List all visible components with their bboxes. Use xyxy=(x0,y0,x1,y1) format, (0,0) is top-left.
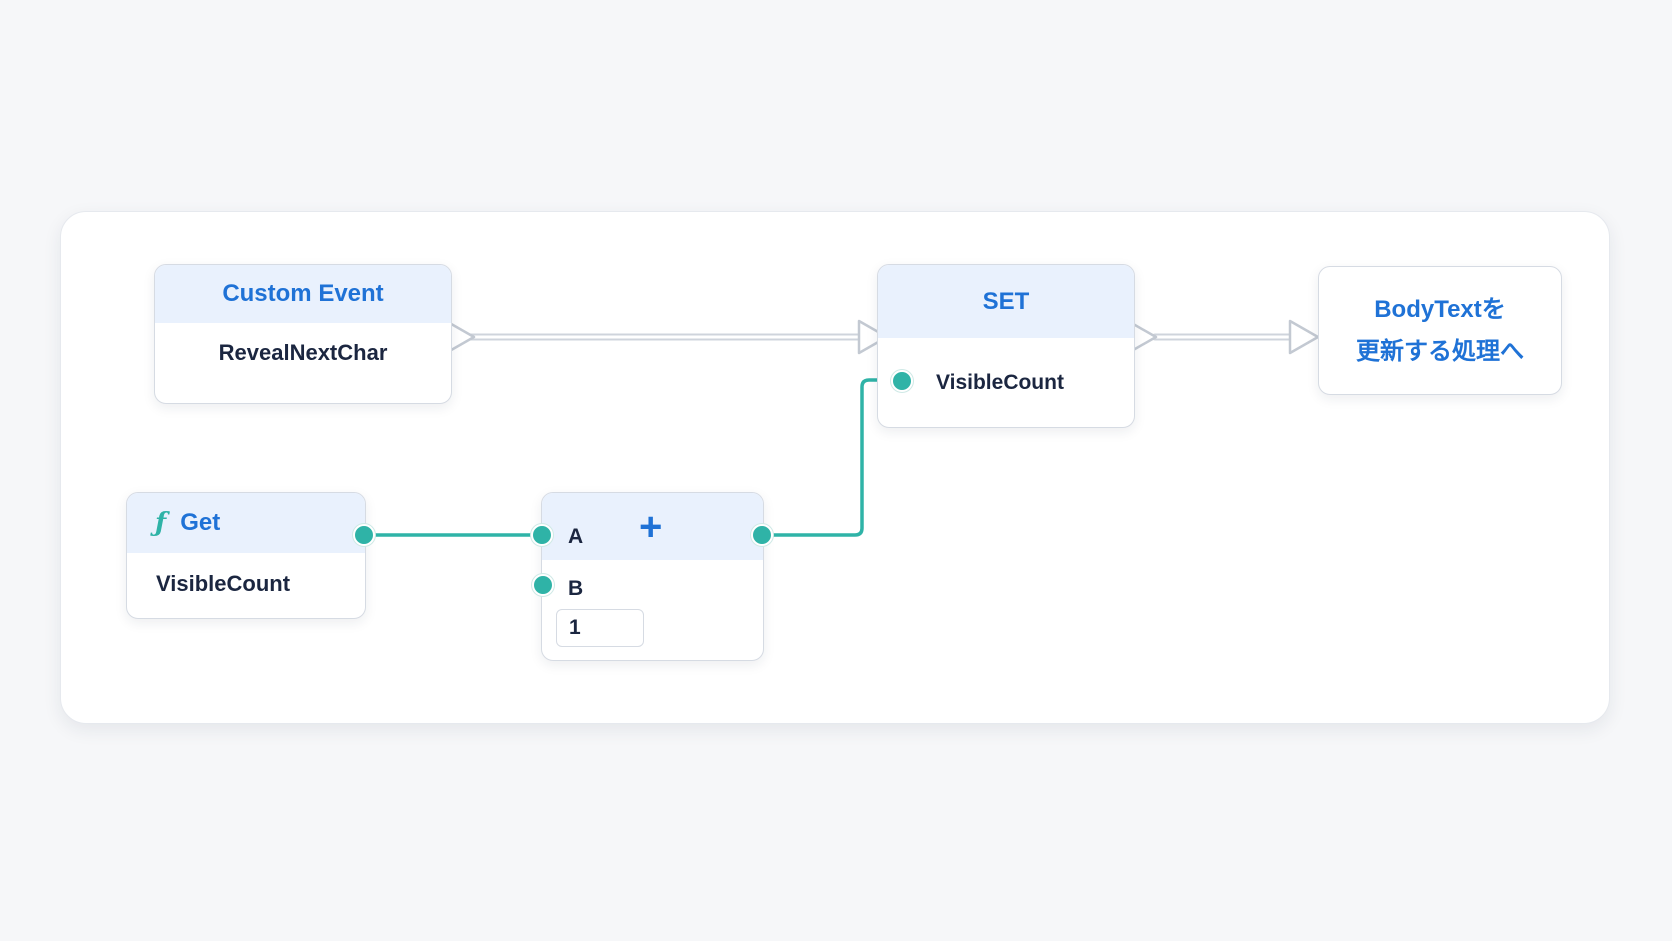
event-name-label: RevealNextChar xyxy=(218,340,388,365)
next-step-line1: BodyTextを xyxy=(1374,295,1506,323)
add-pin-b[interactable] xyxy=(532,574,554,596)
custom-event-header: Custom Event xyxy=(155,265,451,323)
add-pin-a-label: A xyxy=(568,525,584,548)
data-wire-add-to-set[interactable] xyxy=(772,378,890,537)
exec-in-pin-set[interactable] xyxy=(857,319,889,355)
get-title: Get xyxy=(180,509,221,536)
set-title: SET xyxy=(982,287,1030,315)
set-pin-label: VisibleCount xyxy=(936,371,1064,394)
next-step-node[interactable]: BodyTextを 更新する処理へ xyxy=(1318,266,1562,395)
add-node[interactable]: A + B 1 xyxy=(541,492,764,661)
add-b-value-input[interactable]: 1 xyxy=(556,609,644,647)
function-icon: ƒ xyxy=(155,508,167,538)
get-variable-label: VisibleCount xyxy=(156,571,291,596)
add-b-value: 1 xyxy=(569,616,581,639)
add-header xyxy=(542,493,763,560)
get-output-pin[interactable] xyxy=(353,524,375,546)
custom-event-node[interactable]: Custom Event RevealNextChar xyxy=(154,264,452,404)
custom-event-title: Custom Event xyxy=(222,280,384,307)
add-output-pin[interactable] xyxy=(751,524,773,546)
custom-event-body: RevealNextChar xyxy=(155,323,451,366)
set-node[interactable]: SET VisibleCount xyxy=(877,264,1135,428)
add-pin-b-label: B xyxy=(568,577,584,600)
get-node[interactable]: ƒ Get VisibleCount xyxy=(126,492,366,619)
get-body: VisibleCount xyxy=(127,553,365,597)
set-header: SET xyxy=(878,265,1134,338)
set-visiblecount-pin[interactable] xyxy=(891,370,913,392)
add-operator: + xyxy=(639,505,663,549)
exec-in-pin-next[interactable] xyxy=(1288,319,1320,355)
get-header: ƒ Get xyxy=(127,493,365,553)
next-step-line2: 更新する処理へ xyxy=(1356,337,1524,365)
add-pin-a[interactable] xyxy=(531,524,553,546)
